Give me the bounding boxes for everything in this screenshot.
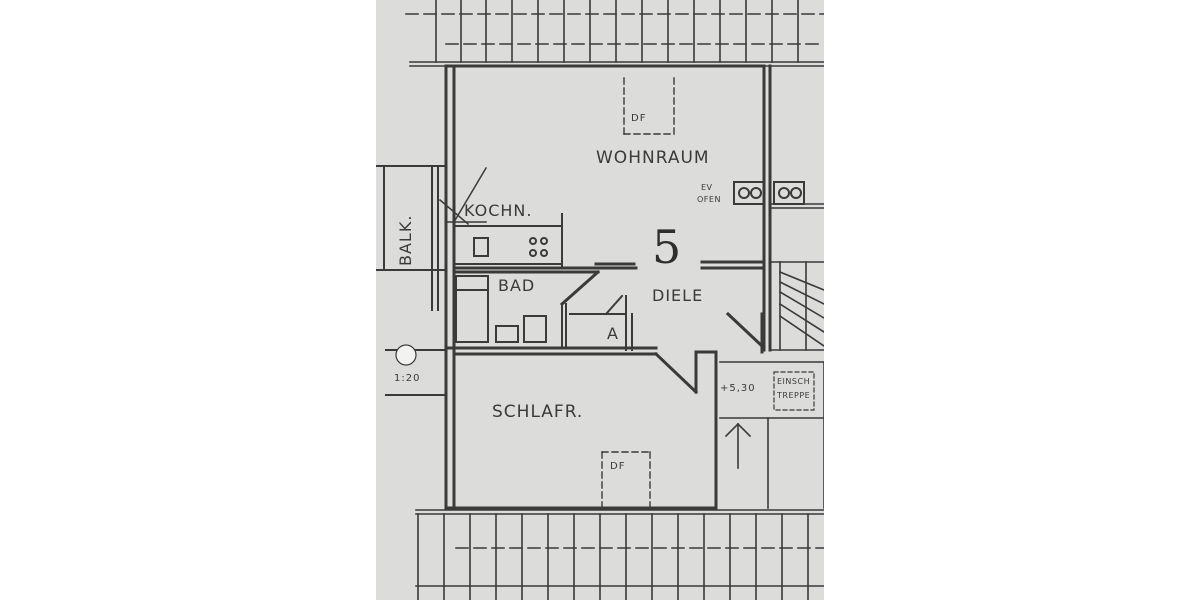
einsch-treppe-line1: EINSCH: [777, 377, 811, 386]
room-label-schlafr: SCHLAFR.: [492, 402, 584, 422]
stove-symbols: [733, 181, 805, 205]
balcony-wall: [376, 165, 447, 396]
stairwell: [719, 203, 824, 509]
dormer-bottom: [601, 451, 651, 507]
bathroom-fixtures: [455, 275, 567, 347]
floor-plan-paper: WOHNRAUM KOCHN. BAD DIELE SCHLAFR. 5 DF …: [376, 0, 824, 600]
einsch-treppe-line2: TREPPE: [777, 391, 811, 400]
unit-number: 5: [652, 220, 682, 274]
scale-label: 1:20: [394, 373, 421, 384]
stove-label-line2: OFEN: [697, 195, 721, 204]
room-label-wohnraum: WOHNRAUM: [596, 148, 710, 168]
closet-a: [569, 294, 633, 351]
floor-plan-drawing: [376, 0, 824, 600]
stove-label-line1: EV: [701, 183, 713, 192]
kitchen-door: [438, 166, 488, 226]
dormer-label-top: DF: [631, 113, 647, 124]
room-label-kochn: KOCHN.: [464, 201, 533, 220]
kitchen-counter: [453, 213, 563, 269]
height-label: +5,30: [720, 383, 756, 394]
room-label-diele: DIELE: [652, 286, 704, 305]
room-label-bad: BAD: [498, 276, 536, 295]
roof-rafters-top: [405, 0, 824, 67]
dormer-label-bottom: DF: [610, 461, 626, 472]
einsch-treppe-box: [773, 371, 815, 411]
kitchen-bath-wall: [452, 266, 638, 307]
outer-walls: [444, 64, 772, 510]
roof-rafters-bottom: [415, 509, 824, 600]
dormer-top: [623, 77, 675, 135]
bedroom-north-wall: [444, 346, 718, 395]
hall-door-marks: [594, 260, 765, 354]
scale-marker: [395, 344, 417, 366]
closet-label-a: A: [607, 324, 619, 343]
balcony-label: BALK.: [396, 214, 415, 266]
arrow-up: [724, 422, 752, 469]
